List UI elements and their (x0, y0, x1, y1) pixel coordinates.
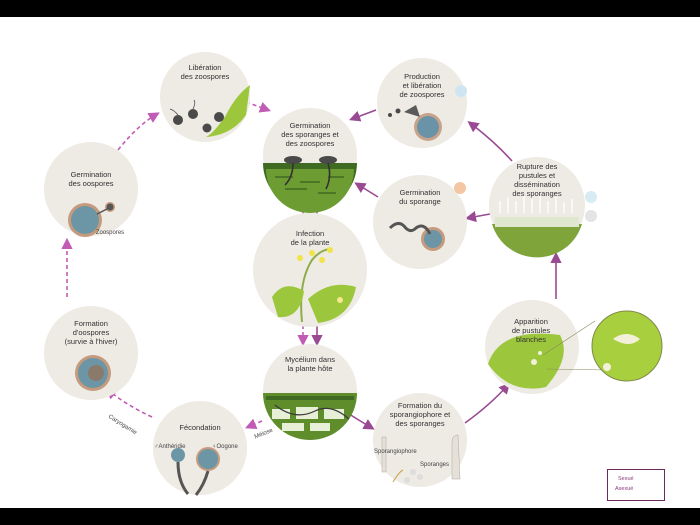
label-germination-sporange: Germination du sporange (399, 188, 441, 206)
cold-weather-icon (455, 85, 467, 97)
label-formation-sporangiophore: Formation du sporangiophore et des spora… (389, 401, 451, 428)
sublabel-sporanges: Sporanges (420, 462, 450, 468)
label-formation-oospores: Formation d'oospores (survie à l'hiver) (64, 319, 118, 346)
arrow-germination-sporange-to-germination (354, 182, 379, 198)
label-apparition-pustules: Apparition de pustules blanches (511, 317, 551, 344)
circle-production-liberation (377, 58, 467, 148)
circle-fecondation (153, 401, 247, 495)
illustration-fecondation (171, 447, 220, 496)
illustration-rupture-pustules (492, 191, 597, 258)
label-rupture-pustules: Rupture des pustules et dissémination de… (512, 162, 562, 198)
asexual-arrows (311, 109, 562, 430)
sublabel-zoospores: Zoospores (95, 230, 125, 236)
label-germination-oospores: Germination des oospores (68, 170, 114, 188)
circle-germination-sporange (373, 175, 467, 269)
arrow-mycelium-to-fecondation (245, 418, 263, 429)
illustration-mycelium (263, 393, 357, 440)
diagram-canvas: Libération des zoospores Production et l… (0, 17, 700, 508)
label-infection-plante: Infection de la plante (290, 229, 330, 247)
arrow-production-to-germination (349, 109, 377, 122)
sublabel-antheridie: ♂Anthéridie (154, 444, 186, 450)
life-cycle-diagram (44, 52, 663, 496)
label-mycelium: Mycélium dans la plante hôte (284, 355, 336, 373)
label-germination-sporanges-zoospores: Germination des sporanges et des zoospor… (281, 121, 339, 148)
arrow-liberation-to-germination (245, 101, 272, 113)
label-production-liberation: Production et libération de zoospores (399, 72, 445, 99)
circle-germination-oospores (44, 142, 138, 236)
legend-asexual-label: Asexué (615, 486, 634, 492)
label-liberation-zoospores: Libération des zoospores (180, 63, 230, 81)
illustration-infection-plante (272, 247, 356, 323)
illustration-production-liberation (388, 85, 467, 141)
legend-box: Sexué Asexué (607, 469, 665, 501)
wind-icon (585, 210, 597, 222)
circle-formation-sporangiophore (373, 393, 467, 487)
legend-sexual-label: Sexué (618, 476, 634, 482)
arrow-rupture-to-production (467, 121, 513, 162)
circle-formation-oospores (44, 306, 138, 400)
rain-cloud-icon (585, 191, 597, 203)
illustration-apparition-pustules (488, 310, 663, 389)
thermometer-warm-icon (454, 182, 466, 194)
illustration-germination-sporange (388, 182, 466, 251)
illustration-liberation-zoospores (169, 85, 250, 137)
illustration-formation-oospores (75, 355, 111, 391)
illustration-germination-oospores (68, 202, 115, 237)
illustration-germination-sporanges (263, 156, 357, 213)
arrow-fecondation-to-formation (105, 387, 153, 418)
label-fecondation: Fécondation (179, 423, 221, 432)
sublabel-oogone: ♀Oogone (212, 444, 238, 450)
magnified-pustule (591, 310, 663, 382)
arrow-formation-to-apparition (464, 382, 511, 424)
arrow-rupture-to-germination-sporange (464, 211, 491, 223)
illustration-formation-sporangiophore (381, 434, 461, 483)
sublabel-sporangiophore: Sporangiophore (374, 449, 417, 455)
arrow-oospores-to-liberation (117, 112, 160, 151)
